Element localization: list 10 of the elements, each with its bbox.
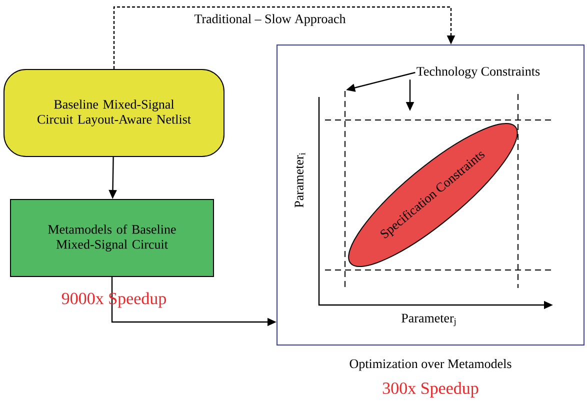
caption-text: 300x Speedup (382, 382, 478, 398)
process-box: Metamodels of Baseline Mixed-Signal Circuit (10, 199, 214, 277)
callout-text: Technology Constraints (416, 66, 540, 78)
terminal-box: Baseline Mixed-Signal Circuit Layout-Aware Netlist (4, 69, 224, 157)
panel-box (276, 44, 584, 346)
axis-label: Parameter$_{j}$ (402, 314, 456, 326)
axis-label: Parameter$_{i}$ (294, 152, 306, 208)
arrow (113, 6, 456, 69)
caption-text: Optimization over Metamodels (350, 359, 512, 371)
edge-label: Traditional – Slow Approach (193, 13, 347, 27)
